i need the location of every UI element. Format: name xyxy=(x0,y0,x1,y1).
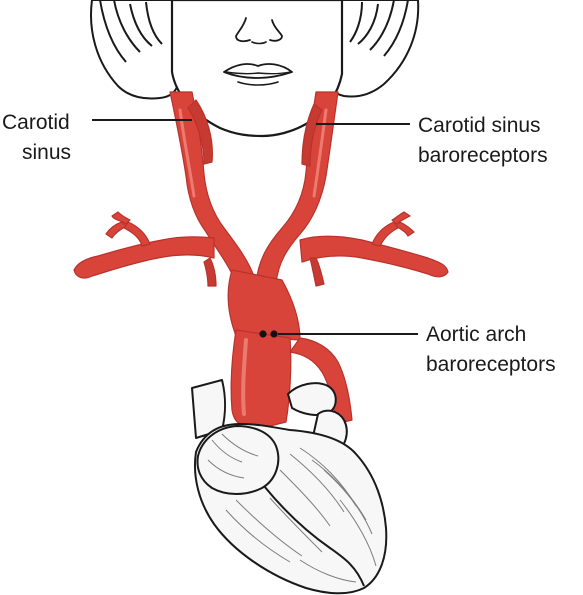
heart-icon xyxy=(191,379,388,595)
aortic-arch xyxy=(227,269,301,341)
baroreceptor-markers xyxy=(259,330,278,338)
aortic-baroreceptor-dot xyxy=(259,330,267,338)
label-carotid-baroreceptors-line2: baroreceptors xyxy=(418,144,548,167)
label-carotid-sinus: Carotid sinus xyxy=(2,108,71,168)
left-subclavian-artery xyxy=(73,236,215,279)
label-carotid-sinus-line1: Carotid xyxy=(2,111,70,134)
aortic-baroreceptor-dot xyxy=(270,330,278,338)
label-carotid-sinus-line2: sinus xyxy=(22,141,72,164)
label-aortic-baroreceptors-line1: Aortic arch xyxy=(426,323,527,346)
label-aortic-arch-baroreceptors: Aortic arch baroreceptors xyxy=(426,320,556,380)
right-subclavian-artery xyxy=(299,235,449,278)
hair-icon xyxy=(90,0,420,100)
label-aortic-baroreceptors-line2: baroreceptors xyxy=(426,353,556,376)
leader-lines xyxy=(92,119,418,335)
arterial-tree xyxy=(73,91,449,429)
label-carotid-baroreceptors-line1: Carotid sinus xyxy=(418,114,541,137)
ascending-aorta xyxy=(230,329,292,429)
label-carotid-sinus-baroreceptors: Carotid sinus baroreceptors xyxy=(418,111,548,171)
